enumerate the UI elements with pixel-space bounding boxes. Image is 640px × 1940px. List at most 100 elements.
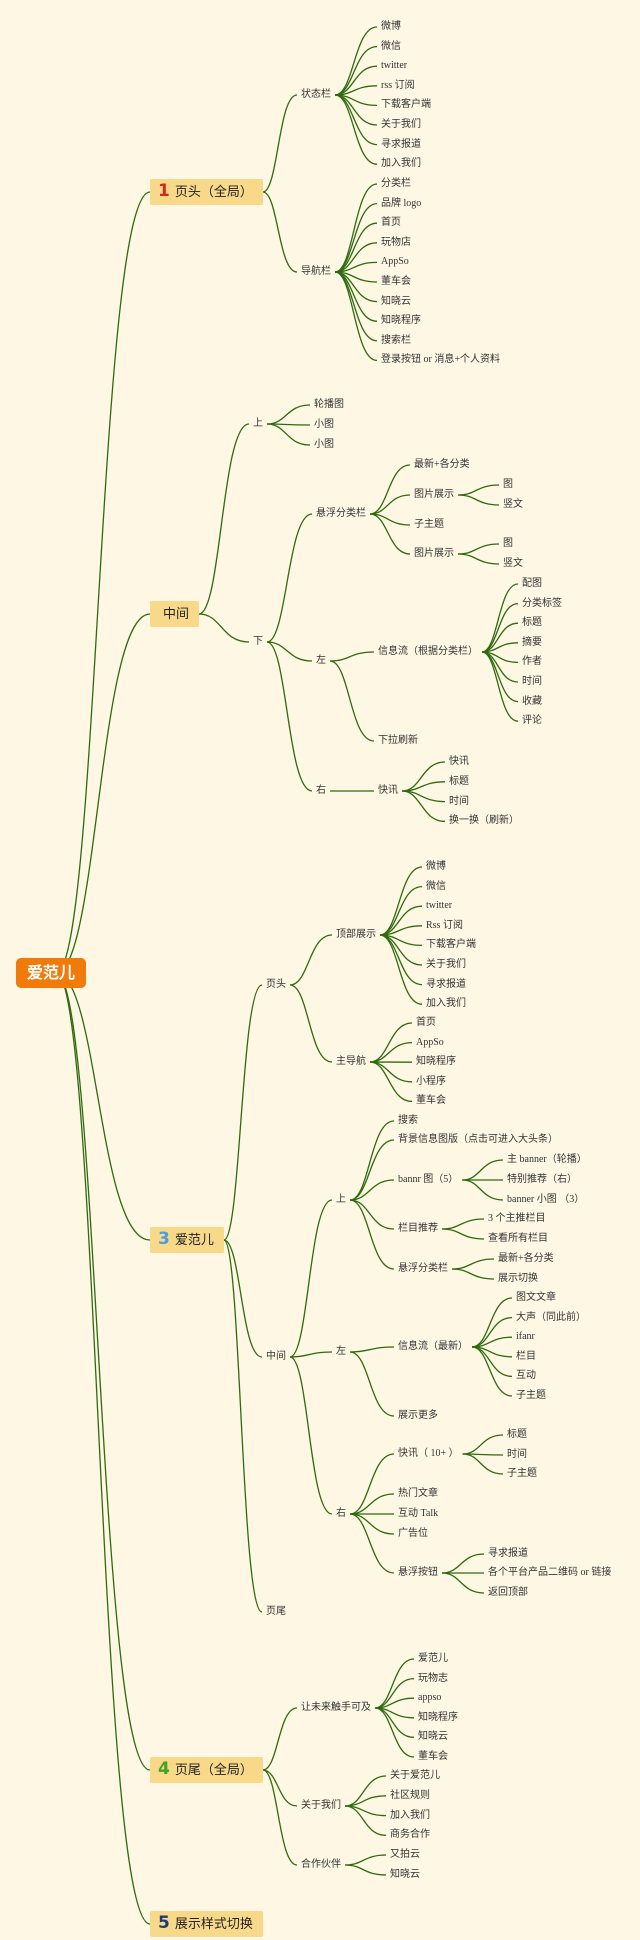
leaf-node[interactable]: 标题 xyxy=(507,1429,527,1440)
leaf-node[interactable]: 社区规则 xyxy=(390,1789,430,1801)
leaf-node[interactable]: 左 xyxy=(316,655,326,666)
leaf-node[interactable]: bannr 图（5） xyxy=(398,1174,459,1185)
branch-node[interactable]: 页尾 xyxy=(266,1606,286,1617)
leaf-node[interactable]: 热门文章 xyxy=(398,1488,438,1499)
leaf-node[interactable]: 知晓云 xyxy=(390,1869,420,1880)
leaf-node[interactable]: 知晓程序 xyxy=(381,315,421,327)
leaf-node[interactable]: 快讯 xyxy=(449,756,469,767)
leaf-node[interactable]: 小图 xyxy=(314,439,334,450)
leaf-node[interactable]: 大声（同此前） xyxy=(516,1311,586,1323)
leaf-node[interactable]: 展示切换 xyxy=(498,1273,538,1284)
leaf-node[interactable]: 下载客户端 xyxy=(381,99,431,111)
leaf-node[interactable]: 快讯（ 10+ ） xyxy=(398,1448,459,1459)
leaf-node[interactable]: 时间 xyxy=(449,795,469,807)
leaf-node[interactable]: 主 banner（轮播） xyxy=(507,1154,587,1165)
leaf-node[interactable]: 顶部展示 xyxy=(336,929,376,940)
leaf-node[interactable]: 图片展示 xyxy=(414,548,454,559)
leaf-node[interactable]: 上 xyxy=(336,1194,346,1205)
branch-node[interactable]: 页头 xyxy=(266,979,286,990)
leaf-node[interactable]: 加入我们 xyxy=(426,998,466,1010)
leaf-node[interactable]: 栏目 xyxy=(516,1350,536,1362)
leaf-node[interactable]: AppSo xyxy=(381,256,409,268)
leaf-node[interactable]: 微博 xyxy=(426,861,446,872)
leaf-node[interactable]: 知晓程序 xyxy=(416,1056,456,1068)
leaf-node[interactable]: 图 xyxy=(503,538,513,549)
leaf-node[interactable]: 董车会 xyxy=(381,276,411,287)
leaf-node[interactable]: rss 订阅 xyxy=(381,79,415,91)
leaf-node[interactable]: 标题 xyxy=(522,617,542,629)
leaf-node[interactable]: 竖文 xyxy=(503,558,523,569)
leaf-node[interactable]: 微博 xyxy=(381,21,401,32)
leaf-node[interactable]: 寻求报道 xyxy=(426,978,466,990)
leaf-node[interactable]: 关于我们 xyxy=(381,119,421,130)
leaf-node[interactable]: 收藏 xyxy=(522,695,542,707)
leaf-node[interactable]: 商务合作 xyxy=(390,1829,430,1841)
leaf-node[interactable]: 爱范儿 xyxy=(418,1653,448,1664)
leaf-node[interactable]: 子主题 xyxy=(414,519,444,530)
leaf-node[interactable]: 又拍云 xyxy=(390,1849,420,1860)
leaf-node[interactable]: 悬浮分类栏 xyxy=(316,508,366,519)
leaf-node[interactable]: 首页 xyxy=(381,217,401,229)
leaf-node[interactable]: 各个平台产品二维码 or 链接 xyxy=(488,1567,612,1578)
leaf-node[interactable]: 董车会 xyxy=(418,1751,448,1762)
leaf-node[interactable]: 关于爱范儿 xyxy=(390,1770,440,1781)
leaf-node[interactable]: 品牌 logo xyxy=(381,197,422,209)
leaf-node[interactable]: 查看所有栏目 xyxy=(488,1233,548,1244)
branch-node[interactable]: 关于我们 xyxy=(301,1800,341,1811)
leaf-node[interactable]: 图 xyxy=(503,479,513,490)
leaf-node[interactable]: 3 个主推栏目 xyxy=(488,1213,546,1224)
leaf-node[interactable]: 时间 xyxy=(507,1449,527,1460)
leaf-node[interactable]: 互动 xyxy=(516,1370,536,1382)
leaf-node[interactable]: appso xyxy=(418,1692,442,1704)
leaf-node[interactable]: 小程序 xyxy=(416,1075,446,1087)
branch-node[interactable]: 合作伙伴 xyxy=(301,1859,341,1870)
root-node[interactable]: 爱范儿 xyxy=(16,958,87,988)
leaf-node[interactable]: 子主题 xyxy=(516,1390,546,1401)
leaf-node[interactable]: 加入我们 xyxy=(381,158,421,170)
leaf-node[interactable]: 信息流（根据分类栏） xyxy=(378,646,478,657)
leaf-node[interactable]: 搜索 xyxy=(398,1115,418,1126)
leaf-node[interactable]: 返回顶部 xyxy=(488,1587,528,1598)
branch-node[interactable]: 上 xyxy=(253,418,263,429)
leaf-node[interactable]: 知晓云 xyxy=(418,1731,448,1743)
leaf-node[interactable]: 广告位 xyxy=(398,1528,428,1539)
leaf-node[interactable]: 作者 xyxy=(522,656,542,668)
leaf-node[interactable]: 左 xyxy=(336,1346,346,1357)
leaf-node[interactable]: 时间 xyxy=(522,676,542,687)
leaf-node[interactable]: 董车会 xyxy=(416,1095,446,1107)
leaf-node[interactable]: 图文文章 xyxy=(516,1292,556,1303)
leaf-node[interactable]: 图片展示 xyxy=(414,489,454,500)
leaf-node[interactable]: 背景信息图版（点击可进入大头条） xyxy=(398,1134,558,1145)
leaf-node[interactable]: 评论 xyxy=(522,715,542,727)
branch-node[interactable]: 下 xyxy=(253,636,263,647)
leaf-node[interactable]: 下拉刷新 xyxy=(378,735,418,746)
leaf-node[interactable]: ifanr xyxy=(516,1331,535,1343)
leaf-node[interactable]: 分类栏 xyxy=(381,178,411,189)
leaf-node[interactable]: 主导航 xyxy=(336,1056,366,1067)
leaf-node[interactable]: 栏目推荐 xyxy=(398,1223,438,1234)
leaf-node[interactable]: 摘要 xyxy=(522,636,542,648)
leaf-node[interactable]: 右 xyxy=(316,785,326,796)
branch-node[interactable]: 让未来触手可及 xyxy=(301,1702,371,1713)
leaf-node[interactable]: banner 小图 （3） xyxy=(507,1194,585,1205)
leaf-node[interactable]: 子主题 xyxy=(507,1468,537,1479)
leaf-node[interactable]: 配图 xyxy=(522,578,542,589)
leaf-node[interactable]: 微信 xyxy=(426,880,446,892)
leaf-node[interactable]: twitter xyxy=(426,900,453,912)
leaf-node[interactable]: Rss 订阅 xyxy=(426,919,463,931)
leaf-node[interactable]: 最新+各分类 xyxy=(414,459,470,470)
leaf-node[interactable]: 换一换（刷新） xyxy=(449,815,519,827)
leaf-node[interactable]: 轮播图 xyxy=(314,399,344,410)
section-node-2[interactable]: 中间 xyxy=(150,601,200,627)
branch-node[interactable]: 导航栏 xyxy=(301,266,331,277)
leaf-node[interactable]: 玩物志 xyxy=(418,1672,448,1684)
leaf-node[interactable]: 下载客户端 xyxy=(426,939,476,951)
leaf-node[interactable]: 快讯 xyxy=(378,785,398,796)
leaf-node[interactable]: 关于我们 xyxy=(426,959,466,970)
leaf-node[interactable]: 分类标签 xyxy=(522,597,562,609)
leaf-node[interactable]: 标题 xyxy=(449,775,469,787)
leaf-node[interactable]: 展示更多 xyxy=(398,1410,438,1421)
